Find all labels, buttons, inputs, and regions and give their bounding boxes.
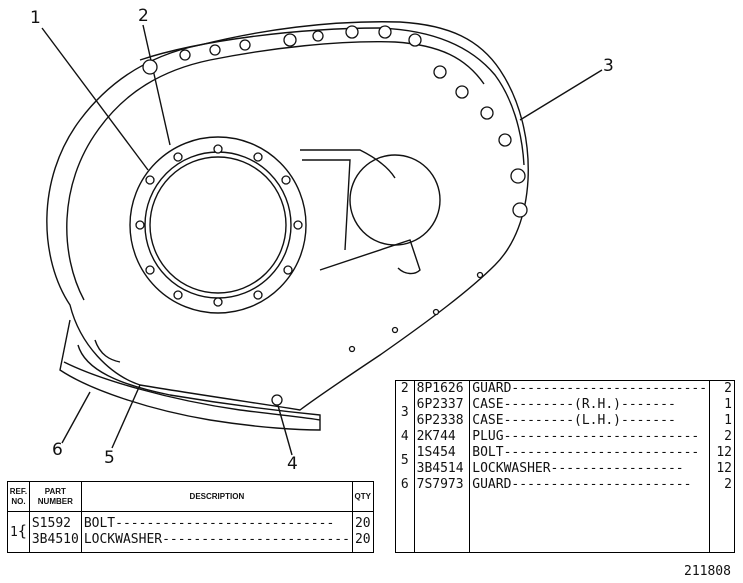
parts-table-left: REF. NO. PART NUMBER DESCRIPTION QTY 1{ …	[7, 481, 374, 553]
leader-5	[111, 384, 141, 449]
housing-outline	[46, 21, 529, 411]
opening-bolt	[293, 220, 303, 230]
figure-number: 211808	[684, 564, 731, 579]
leader-2	[142, 24, 171, 146]
flange-bolt	[345, 25, 359, 39]
opening-bolt	[173, 152, 183, 162]
housing-hole	[348, 345, 356, 353]
flange-bolt	[433, 65, 447, 79]
opening-bolt	[213, 297, 223, 307]
rib-mid	[302, 159, 351, 251]
opening-bolt	[145, 175, 155, 185]
leader-3	[519, 69, 603, 121]
table-row: 1{ S1592 3B4510 BOLT--------------------…	[7, 511, 374, 553]
flange-bolt	[408, 33, 422, 47]
flange-bolt	[312, 30, 324, 42]
part-col: 8P1626 6P2337 6P2338 2K744 1S454 3B4514 …	[413, 380, 471, 553]
housing-inner-edge	[66, 41, 485, 301]
flange-bolt	[512, 202, 528, 218]
ref-col: 2 3 4 5 6	[395, 380, 415, 553]
opening-bolt	[173, 290, 183, 300]
flange-bolt	[378, 25, 392, 39]
qty-col: 2 1 1 2 12 12 2	[709, 380, 735, 553]
main-opening-inner	[149, 156, 287, 294]
qty-cell: 20 20	[351, 511, 374, 553]
housing-hole	[391, 326, 399, 334]
top-flange	[139, 27, 525, 166]
housing-hole	[432, 308, 440, 316]
guard-lip	[94, 339, 121, 363]
header-qty: QTY	[351, 481, 374, 512]
opening-bolt	[213, 144, 223, 154]
table-row: 2 3 4 5 6 8P1626 6P2337 6P2338 2K744 1S4…	[395, 380, 735, 553]
flange-bolt	[142, 59, 158, 75]
leader-1	[41, 27, 149, 171]
desc-cell: BOLT---------------------------- LOCKWAS…	[80, 511, 353, 553]
callout-2: 2	[138, 6, 149, 26]
flange-bolt	[283, 33, 297, 47]
flange-bolt	[239, 39, 251, 51]
header-ref: REF. NO.	[7, 481, 30, 512]
main-opening-rim	[144, 151, 292, 299]
callout-6: 6	[52, 440, 63, 460]
callout-4: 4	[287, 454, 298, 474]
lower-guard	[59, 319, 321, 431]
leader-6	[61, 391, 91, 444]
desc-col: GUARD------------------------- CASE-----…	[469, 380, 711, 553]
flange-bolt	[179, 49, 191, 61]
leader-4	[276, 401, 293, 456]
rib-upper	[300, 149, 396, 179]
callout-5: 5	[104, 448, 115, 468]
flange-bolt	[480, 106, 494, 120]
header-desc: DESCRIPTION	[80, 481, 353, 512]
part-cell: S1592 3B4510	[28, 511, 82, 553]
opening-bolt	[145, 265, 155, 275]
table-header-row: REF. NO. PART NUMBER DESCRIPTION QTY	[7, 481, 374, 512]
rib-lower	[319, 239, 421, 275]
flange-bolt	[510, 168, 526, 184]
ref-cell: 1{	[7, 511, 30, 553]
lower-guard-inner	[63, 361, 321, 421]
main-opening-outer	[129, 136, 307, 314]
parts-table-right: 2 3 4 5 6 8P1626 6P2337 6P2338 2K744 1S4…	[395, 380, 735, 553]
opening-bolt	[253, 152, 263, 162]
housing-hole	[476, 271, 484, 279]
plug	[271, 394, 283, 406]
callout-3: 3	[603, 56, 614, 76]
flange-bolt	[209, 44, 221, 56]
flange-bolt	[498, 133, 512, 147]
opening-bolt	[283, 265, 293, 275]
header-part: PART NUMBER	[28, 481, 82, 512]
callout-1: 1	[30, 8, 41, 28]
opening-bolt	[135, 220, 145, 230]
right-boss	[349, 154, 441, 246]
flange-bolt	[455, 85, 469, 99]
opening-bolt	[253, 290, 263, 300]
opening-bolt	[281, 175, 291, 185]
